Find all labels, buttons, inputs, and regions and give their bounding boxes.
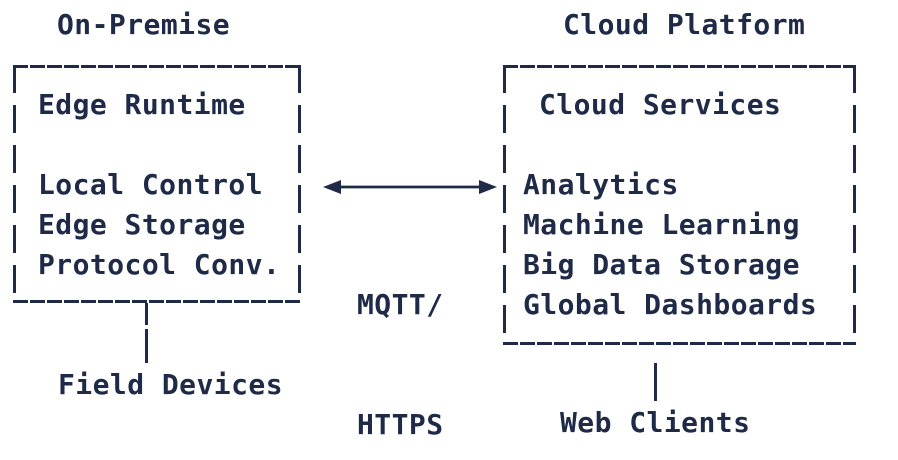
cloud-platform-box-content: Cloud Services Analytics Machine Learnin… <box>523 85 817 325</box>
field-devices-connector <box>145 303 148 363</box>
on-premise-box <box>13 65 301 303</box>
arrow-right-head-icon <box>479 180 497 194</box>
on-premise-box-border-left <box>13 65 16 303</box>
cloud-platform-box-border-top <box>503 65 856 68</box>
cloud-platform-box-border-bottom <box>503 342 856 345</box>
cloud-platform-box-heading: Cloud Services <box>539 88 782 121</box>
web-clients-label: Web Clients <box>560 406 751 439</box>
cloud-platform-box-border-left <box>503 65 506 345</box>
on-premise-box-heading: Edge Runtime <box>38 88 246 121</box>
cloud-platform-box <box>503 65 856 345</box>
cloud-item-analytics: Analytics <box>523 168 679 201</box>
on-premise-box-border-top <box>13 65 301 68</box>
cloud-item-global-dashboards: Global Dashboards <box>523 288 818 321</box>
arrow-left-head-icon <box>323 180 341 194</box>
blank-line <box>38 125 280 165</box>
on-premise-title: On-Premise <box>57 8 231 41</box>
link-protocol-line1: MQTT/ <box>357 288 444 321</box>
bidirectional-arrow-icon <box>323 180 497 194</box>
on-premise-box-border-bottom <box>13 300 301 303</box>
blank-line <box>523 125 817 165</box>
on-premise-item-edge-storage: Edge Storage <box>38 208 246 241</box>
web-clients-connector <box>654 363 657 401</box>
on-premise-item-protocol-conv: Protocol Conv. <box>38 248 281 281</box>
on-premise-box-content: Edge Runtime Local Control Edge Storage … <box>38 85 280 285</box>
field-devices-label: Field Devices <box>58 368 283 401</box>
cloud-platform-title: Cloud Platform <box>563 8 806 41</box>
cloud-platform-box-border-right <box>853 65 856 345</box>
on-premise-box-border-right <box>298 65 301 303</box>
link-protocol-label: MQTT/ HTTPS <box>357 205 444 460</box>
cloud-item-machine-learning: Machine Learning <box>523 208 800 241</box>
cloud-item-big-data-storage: Big Data Storage <box>523 248 800 281</box>
link-protocol-line2: HTTPS <box>357 408 444 441</box>
on-premise-item-local-control: Local Control <box>38 168 263 201</box>
